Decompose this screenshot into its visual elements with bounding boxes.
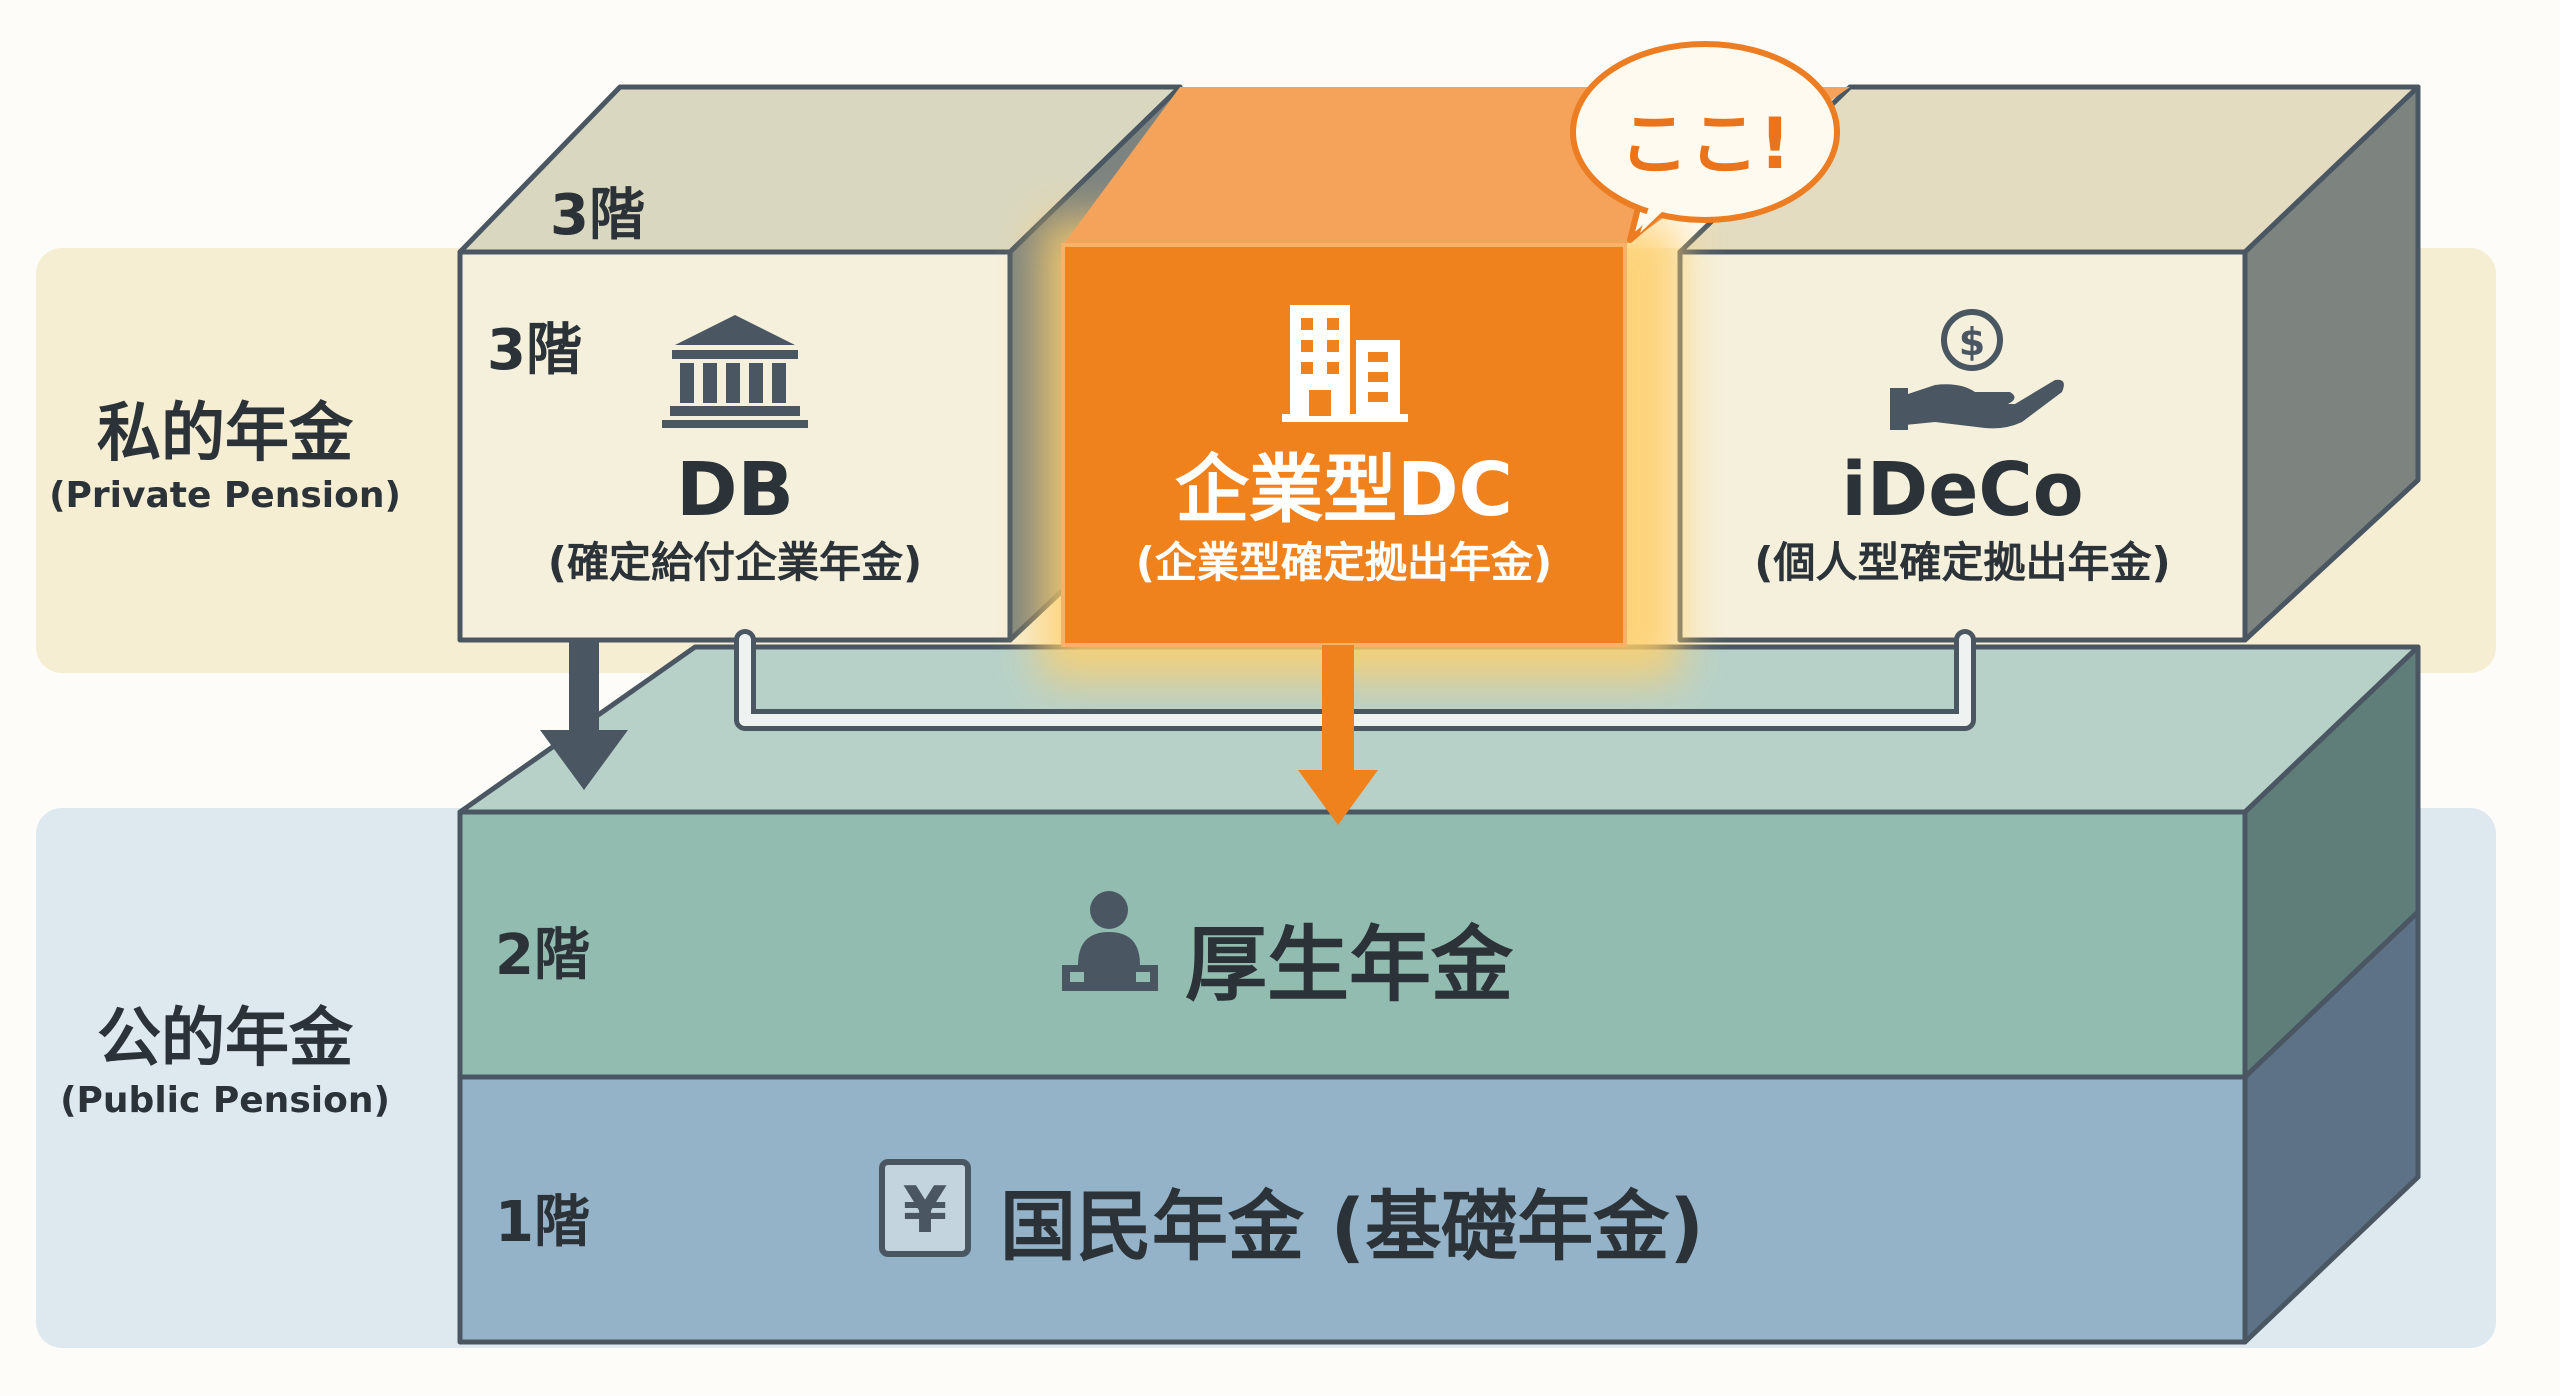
db-subtitle: (確定給付企業年金) <box>547 538 923 587</box>
bank-icon <box>662 315 808 428</box>
kosei-nenkin-label: 厚生年金 <box>1185 918 1514 1013</box>
public-pension-label: 公的年金 <box>97 1002 353 1076</box>
yen-icon: ¥ <box>879 1159 971 1257</box>
dc-subtitle: (企業型確定拠出年金) <box>1135 538 1553 587</box>
dc-down-arrow <box>1298 645 1378 825</box>
svg-text:¥: ¥ <box>903 1174 948 1248</box>
dc-box <box>1040 87 1850 680</box>
private-pension-label-en: (Private Pension) <box>49 475 401 516</box>
callout-bubble <box>1570 41 1840 243</box>
private-pension-label: 私的年金 <box>97 397 353 471</box>
private-pension-category: 私的年金 (Private Pension) <box>40 395 410 519</box>
office-building-icon <box>1282 305 1408 422</box>
db-title: DB <box>676 447 794 533</box>
ideco-title-block: iDeCo (個人型確定拠出年金) <box>1680 445 2245 591</box>
kokumin-nenkin-label: 国民年金 (基礎年金) <box>1000 1182 1704 1271</box>
public-pension-label-en: (Public Pension) <box>60 1080 390 1121</box>
dc-title-block: 企業型DC (企業型確定拠出年金) <box>1063 445 1625 591</box>
floor-3-top-label: 3階 <box>550 183 645 248</box>
floor-1-label: 1階 <box>495 1190 590 1255</box>
public-pension-category: 公的年金 (Public Pension) <box>40 1000 410 1124</box>
db-down-arrow <box>540 640 628 790</box>
callout-text: ここ! <box>1619 103 1791 185</box>
money-hand-icon: $ <box>1890 309 2064 430</box>
svg-text:$: $ <box>1959 320 1985 364</box>
ideco-subtitle: (個人型確定拠出年金) <box>1754 538 2171 587</box>
person-at-desk-icon <box>1062 891 1158 991</box>
floor-3-label: 3階 <box>487 318 582 383</box>
tier1-front-face <box>457 1074 2248 1345</box>
db-title-block: DB (確定給付企業年金) <box>460 445 1010 591</box>
floor-2-label: 2階 <box>495 923 590 988</box>
ideco-title: iDeCo <box>1841 447 2084 533</box>
db-ideco-connector <box>734 629 1976 731</box>
dc-title: 企業型DC <box>1175 447 1513 533</box>
